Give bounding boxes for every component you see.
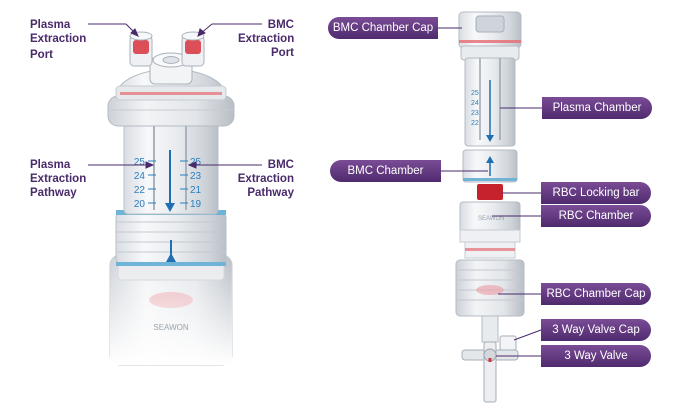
left-scale-25: 25 bbox=[134, 157, 146, 168]
left-scale-24: 24 bbox=[134, 171, 146, 182]
left-brand-mark: SEAWON bbox=[153, 323, 188, 332]
left-device: SEAWON bbox=[107, 31, 235, 366]
right-brand-mark: SEAWON bbox=[478, 216, 504, 222]
right-scale-19: 19 bbox=[190, 199, 202, 210]
three-way-valve-tag: 3 Way Valve bbox=[541, 345, 651, 367]
plasma-extraction-port-label: Plasma Extraction Port bbox=[30, 19, 87, 61]
bmc-chamber-tag: BMC Chamber bbox=[330, 160, 441, 182]
plasma-chamber-tag: Plasma Chamber bbox=[542, 97, 652, 119]
upper-scale-24: 24 bbox=[471, 100, 479, 107]
bmc-extraction-port-label: BMC Extraction Port bbox=[238, 19, 295, 59]
bmc-extraction-pathway-label: BMC Extraction Pathway bbox=[237, 159, 294, 199]
right-scale-21: 21 bbox=[190, 185, 202, 196]
rbc-chamber-tag: RBC Chamber bbox=[541, 205, 651, 227]
plasma-extraction-pathway-label: Plasma Extraction Pathway bbox=[30, 159, 87, 199]
right-leader-lines bbox=[438, 27, 542, 357]
rbc-locking-bar-tag: RBC Locking bar bbox=[541, 182, 651, 204]
bmc-chamber-cap-tag: BMC Chamber Cap bbox=[328, 17, 438, 39]
right-device: 25 24 23 22 SEAWON bbox=[455, 11, 525, 403]
upper-scale-25: 25 bbox=[471, 90, 479, 97]
upper-scale-23: 23 bbox=[471, 110, 479, 117]
left-leader-lines bbox=[88, 23, 262, 169]
left-scale-20: 20 bbox=[134, 199, 146, 210]
left-scale-22: 22 bbox=[134, 185, 146, 196]
three-way-valve-cap-tag: 3 Way Valve Cap bbox=[541, 319, 651, 341]
right-scale-23: 23 bbox=[190, 171, 202, 182]
rbc-chamber-cap-tag: RBC Chamber Cap bbox=[541, 283, 651, 305]
upper-scale-22: 22 bbox=[471, 120, 479, 127]
